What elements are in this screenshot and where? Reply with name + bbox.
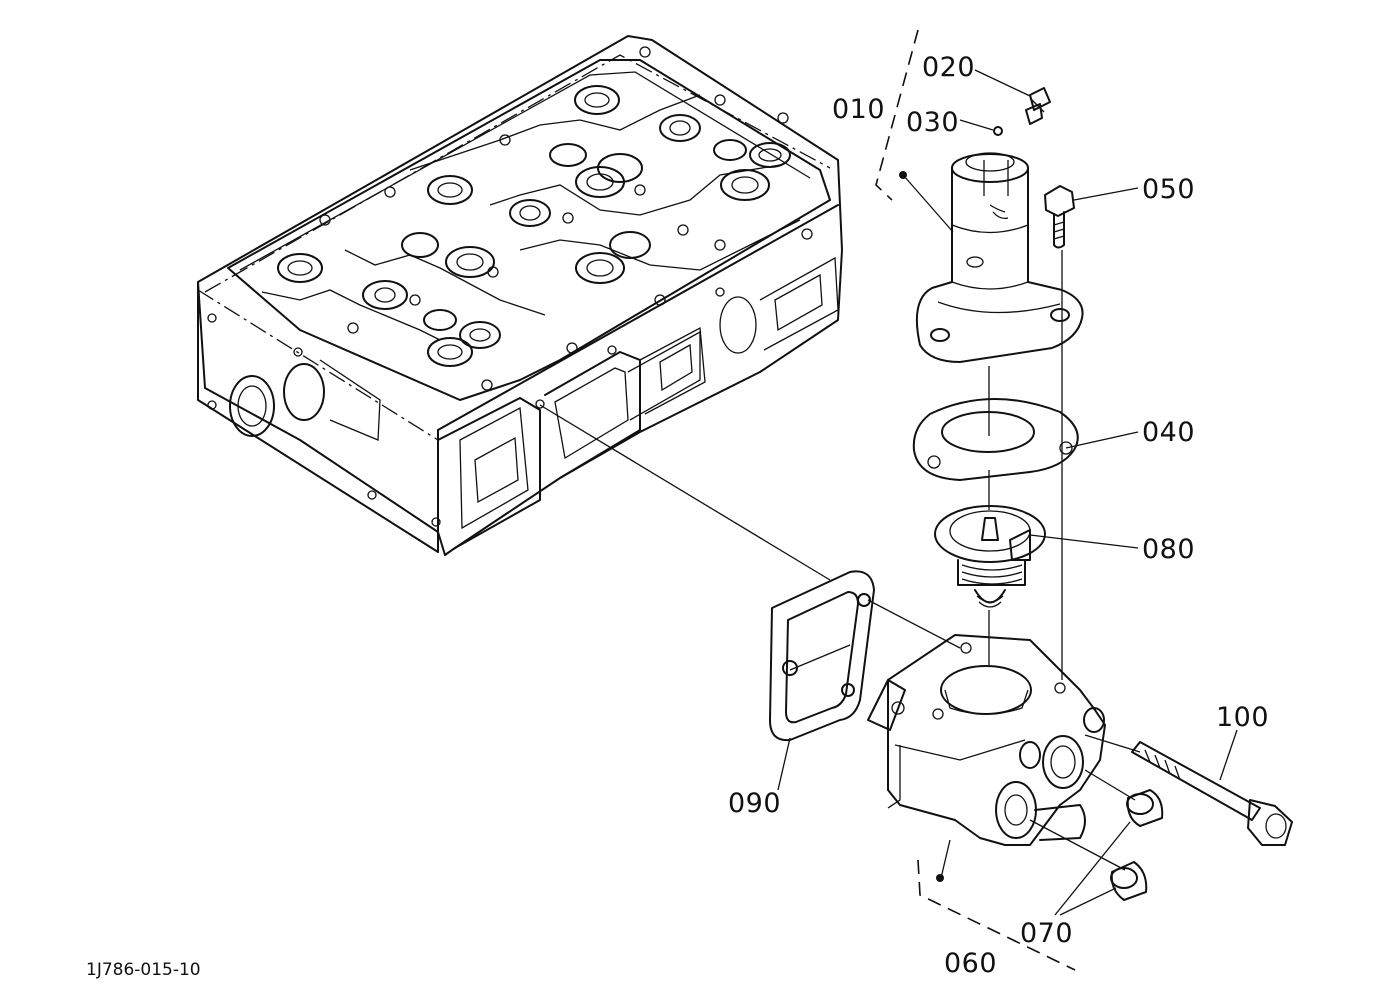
- thermostat-080: [934, 505, 1046, 608]
- label-090: 090: [728, 788, 781, 819]
- bolt-050: [1044, 185, 1075, 249]
- ball-030: [993, 126, 1003, 136]
- label-030: 030: [906, 107, 959, 138]
- label-080: 080: [1142, 534, 1195, 565]
- gasket-090: [769, 570, 875, 742]
- leader-lines: [777, 69, 1238, 916]
- pin-020: [1025, 87, 1051, 125]
- label-100: 100: [1216, 702, 1269, 733]
- group-bracket-060: [917, 859, 1076, 971]
- thermostat-housing-060: [867, 634, 1106, 846]
- label-010: 010: [832, 94, 885, 125]
- valve-bosses: [277, 85, 791, 367]
- gasket-040: [912, 398, 1079, 481]
- cylinder-head-drawing: [197, 35, 843, 556]
- figure-code: 1J786-015-10: [86, 960, 201, 980]
- label-070: 070: [1020, 918, 1073, 949]
- plugs-070: [1110, 789, 1164, 901]
- label-020: 020: [922, 52, 975, 83]
- label-050: 050: [1142, 174, 1195, 205]
- bolt-100: [1131, 741, 1293, 846]
- label-060: 060: [944, 948, 997, 979]
- group-dot-060: [936, 874, 944, 882]
- head-bolt-holes: [319, 46, 813, 391]
- group-bracket-010: [875, 29, 919, 201]
- thermostat-cover: [915, 152, 1084, 363]
- label-040: 040: [1142, 417, 1195, 448]
- assembly-centerlines: [539, 250, 1141, 871]
